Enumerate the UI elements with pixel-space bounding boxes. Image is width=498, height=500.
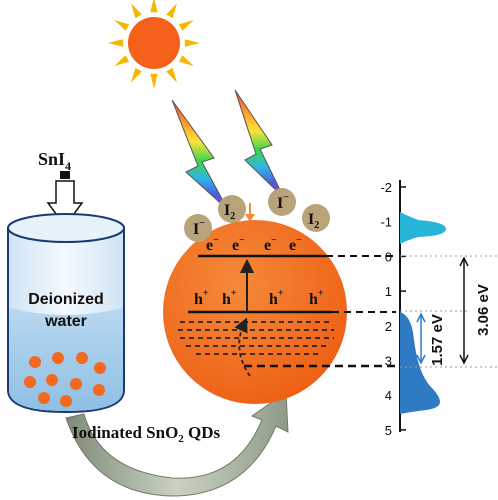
sun-ray bbox=[150, 0, 158, 13]
quantum-dot-particles bbox=[24, 352, 106, 407]
sun-ray bbox=[131, 67, 142, 83]
ligand-iodide: I− bbox=[184, 214, 212, 242]
sun-icon bbox=[108, 0, 200, 89]
valence-band-peak bbox=[400, 312, 440, 414]
axis-tick-label: -2 bbox=[380, 180, 392, 195]
axis-tick-label: -1 bbox=[380, 215, 392, 230]
beaker-label-line1: Deionized bbox=[28, 291, 104, 308]
axis-tick-label: 2 bbox=[385, 319, 392, 334]
sun-ray bbox=[108, 39, 124, 47]
axis-tick-label: 0 bbox=[385, 249, 392, 264]
svg-text:I−: I− bbox=[277, 192, 289, 212]
svg-text:e−: e− bbox=[232, 235, 245, 254]
process-arrow bbox=[65, 391, 289, 497]
svg-text:e−: e− bbox=[289, 235, 302, 254]
precursor-label: SnI4 bbox=[38, 149, 71, 173]
sun-ray bbox=[114, 20, 130, 31]
sun-ray bbox=[184, 39, 200, 47]
hole-labels: h+ h+ h+ h+ bbox=[194, 288, 324, 308]
ligand-iodine: I2 bbox=[218, 195, 246, 223]
svg-text:I−: I− bbox=[193, 218, 205, 238]
svg-text:e−: e− bbox=[206, 235, 219, 254]
svg-text:h+: h+ bbox=[194, 288, 209, 308]
sun-ray bbox=[150, 73, 158, 89]
axis-tick-label: 4 bbox=[385, 388, 392, 403]
svg-text:I2: I2 bbox=[308, 211, 319, 231]
svg-text:e−: e− bbox=[264, 235, 277, 254]
sun-ray bbox=[114, 55, 130, 66]
sun-ray bbox=[178, 20, 194, 31]
defect-gap-label: 1.57 eV bbox=[429, 314, 446, 366]
light-ray-icon bbox=[234, 89, 285, 199]
beaker bbox=[7, 213, 125, 414]
electron-labels: e− e− e− e− bbox=[206, 235, 302, 254]
svg-text:h+: h+ bbox=[309, 288, 324, 308]
product-label: Iodinated SnO2 QDs bbox=[72, 423, 221, 445]
beaker-label-line2: water bbox=[44, 313, 87, 330]
ligand-iodine: I2 bbox=[302, 204, 330, 232]
light-ray-icon bbox=[171, 99, 229, 211]
svg-text:h+: h+ bbox=[222, 288, 237, 308]
defect-transition-arrow bbox=[234, 317, 251, 377]
sun-ray bbox=[178, 55, 194, 66]
sun-ray bbox=[166, 3, 177, 19]
axis-tick-label: 5 bbox=[385, 423, 392, 438]
axis-tick-label: 1 bbox=[385, 284, 392, 299]
sun-ray bbox=[166, 67, 177, 83]
energy-axis-tick-labels: -2 -1 0 1 2 3 4 5 bbox=[380, 180, 392, 438]
ligand-iodide: I− bbox=[268, 188, 296, 216]
sun-ray bbox=[131, 3, 142, 19]
axis-tick-label: 3 bbox=[385, 354, 392, 369]
band-gap-label: 3.06 eV bbox=[475, 284, 492, 336]
svg-text:I2: I2 bbox=[224, 202, 235, 222]
svg-text:h+: h+ bbox=[269, 288, 284, 308]
defect-states bbox=[178, 321, 334, 355]
conduction-band-peak bbox=[400, 212, 446, 244]
